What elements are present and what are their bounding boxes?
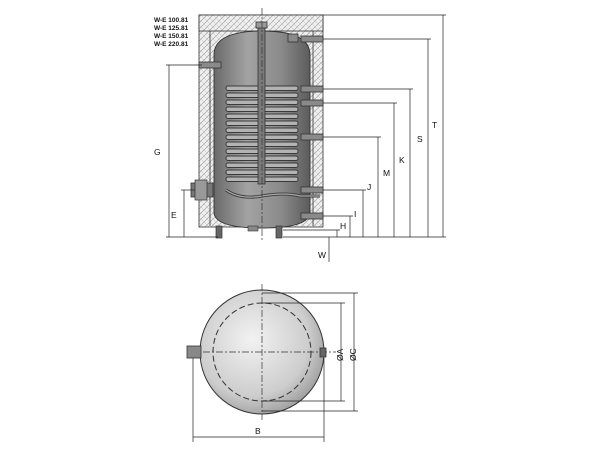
left-dimensions	[166, 64, 218, 238]
side-view	[190, 8, 324, 240]
side-dimensions	[283, 14, 446, 262]
dim-label-G: G	[154, 147, 161, 157]
dim-label-K: K	[399, 155, 405, 165]
anode-rod	[257, 23, 266, 185]
dim-label-M: M	[383, 168, 390, 178]
model-list: W-E 100.81 W-E 125.81 W-E 150.81 W-E 220…	[154, 17, 189, 48]
top-left-port	[186, 345, 202, 359]
foot-right	[275, 225, 283, 239]
foot-left	[215, 225, 223, 239]
dim-label-I: I	[354, 209, 356, 219]
model-label: W-E 125.81	[154, 25, 189, 32]
model-label: W-E 150.81	[154, 33, 189, 40]
dim-label-A: ØA	[335, 348, 345, 361]
dim-label-E: E	[171, 210, 177, 220]
top-view	[186, 284, 336, 420]
dim-label-H: H	[340, 221, 346, 231]
dim-label-S: S	[417, 134, 423, 144]
model-label: W-E 100.81	[154, 17, 189, 24]
model-label: W-E 220.81	[154, 41, 189, 48]
dim-label-C: ØC	[348, 348, 358, 361]
dim-label-B: B	[255, 426, 261, 436]
dim-label-T: T	[432, 120, 437, 130]
dim-label-J: J	[367, 182, 371, 192]
dim-label-W: W	[318, 250, 326, 260]
top-dimensions	[192, 292, 358, 442]
left-stub	[198, 61, 222, 69]
top-right-port	[319, 347, 327, 358]
